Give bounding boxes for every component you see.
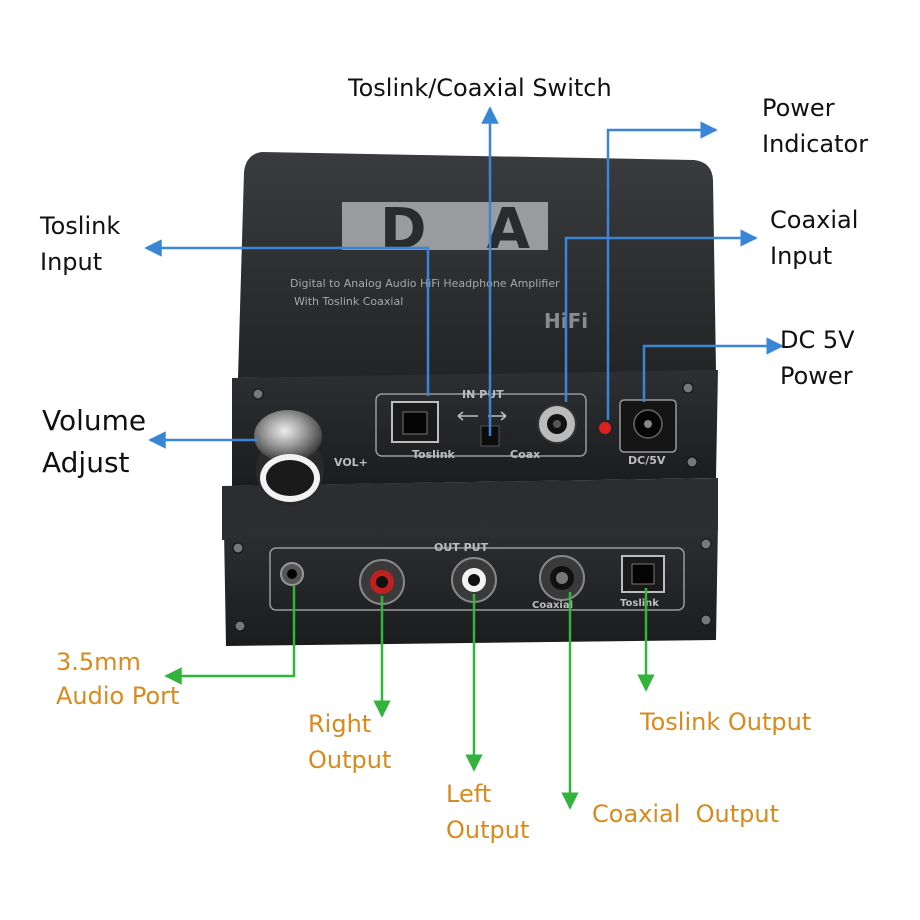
volume-label: VOL+: [334, 456, 368, 469]
label-right-output-line2: Output: [308, 746, 392, 774]
label-dc-power-line1: DC 5V: [780, 326, 855, 354]
arrow-coaxial-input: [564, 229, 758, 402]
output-panel-label: OUT PUT: [434, 541, 489, 554]
input-panel-frame: [375, 393, 587, 457]
toslink-output-port-label: Toslink: [620, 598, 659, 609]
arrow-dc-power: [642, 337, 784, 402]
label-volume-adjust-line1: Volume: [42, 404, 147, 437]
arrow-audio-port: [164, 586, 296, 685]
label-right-output-line1: Right: [308, 710, 372, 738]
toslink-input-port-label: Toslink: [412, 448, 456, 461]
power-led: [599, 422, 611, 434]
label-audio-port-line1: 3.5mm: [56, 648, 141, 676]
screws: [232, 382, 712, 632]
label-power-indicator-line1: Power: [762, 94, 835, 122]
lower-unit-side: [222, 478, 718, 540]
output-panel-frame: [269, 547, 685, 611]
coax-input-port-label: Coax: [510, 448, 540, 461]
label-audio-port-line2: Audio Port: [56, 682, 180, 710]
label-volume-adjust-line2: Adjust: [42, 446, 130, 479]
label-toslink-coaxial-switch: Toslink/Coaxial Switch: [348, 74, 612, 102]
arrow-toslink-input: [144, 239, 430, 396]
label-dc-power-line2: Power: [780, 362, 853, 390]
input-panel-label: IN PUT: [462, 388, 504, 401]
label-power-indicator-line2: Indicator: [762, 130, 869, 158]
coaxial-output-port-label: Coaxial: [532, 600, 573, 611]
label-coaxial-output: Coaxial Output: [592, 800, 780, 828]
upper-unit-front-panel: [232, 370, 718, 486]
device-subtitle-2: With Toslink Coaxial: [294, 295, 403, 308]
label-left-output-line1: Left: [446, 780, 492, 808]
device-subtitle: Digital to Analog Audio HiFi Headphone A…: [290, 277, 560, 290]
label-coaxial-input-line1: Coaxial: [770, 206, 859, 234]
arrow-power-indicator: [606, 121, 718, 420]
label-left-output-line2: Output: [446, 816, 530, 844]
label-toslink-input-line1: Toslink: [40, 212, 121, 240]
dc-port-label: DC/5V: [628, 454, 666, 467]
label-coaxial-input-line2: Input: [770, 242, 833, 270]
label-toslink-input-line2: Input: [40, 248, 103, 276]
label-toslink-output: Toslink Output: [640, 708, 812, 736]
logo-plate: [342, 202, 548, 250]
